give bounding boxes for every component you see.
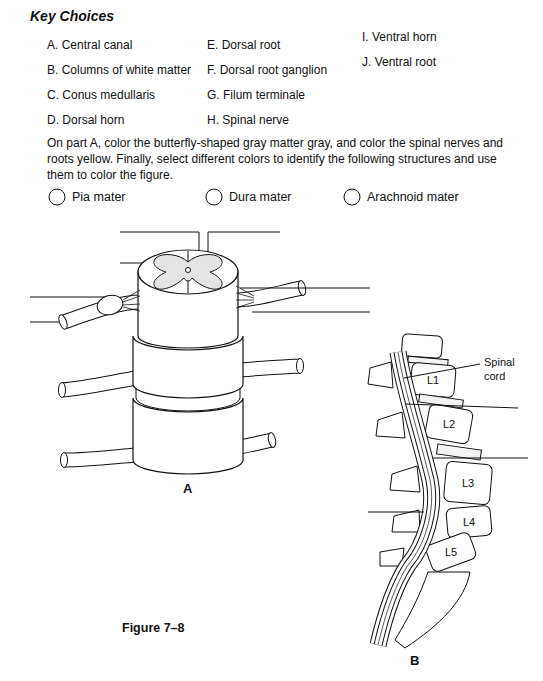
cauda-equina	[378, 352, 432, 645]
leader-lines	[240, 288, 370, 312]
color-circle	[49, 189, 65, 205]
key-choice: A. Central canal	[47, 38, 132, 52]
leader-line	[432, 458, 528, 459]
vertebra-label: L4	[463, 516, 475, 528]
spinous-process	[368, 362, 393, 388]
vertebral-body	[410, 362, 457, 398]
legend-circle	[343, 188, 361, 206]
key-choice: D. Dorsal horn	[47, 113, 124, 127]
spinous-process	[392, 510, 420, 532]
legend-text: Dura mater	[229, 188, 292, 206]
figure-letter: B	[410, 653, 419, 668]
dorsal-root-ganglion	[95, 292, 125, 317]
figure-letter: A	[183, 481, 192, 496]
spinous-process	[390, 466, 420, 492]
nerve-fill	[240, 366, 300, 370]
nerve-end	[57, 314, 69, 330]
instruction-text: On part A, color the butterfly-shaped gr…	[47, 135, 517, 183]
rootlet	[123, 296, 140, 302]
nerve-end	[267, 432, 277, 448]
rootlet	[236, 293, 254, 298]
dura-outline	[378, 352, 432, 645]
nerve-fill	[64, 455, 136, 460]
rootlet	[236, 302, 254, 308]
nerve-outline	[240, 366, 300, 370]
leader-line	[368, 512, 424, 513]
key-choice: B. Columns of white matter	[47, 63, 191, 77]
vertebral-body	[424, 403, 473, 444]
cord-cross-section	[138, 250, 238, 294]
lumbar-spine	[368, 334, 493, 648]
legend-circle	[205, 188, 223, 206]
legend-text: Arachnoid mater	[367, 188, 459, 206]
nerve-fill	[62, 378, 136, 390]
figure-caption: Figure 7–8	[122, 621, 185, 635]
leader-line	[404, 364, 480, 378]
key-choice: H. Spinal nerve	[207, 113, 289, 127]
median-sulcus	[188, 251, 189, 261]
key-choice: J. Ventral root	[362, 55, 436, 69]
color-circle	[344, 189, 360, 205]
leader-line	[252, 312, 370, 313]
nerve-outline	[64, 455, 136, 460]
dura-fill	[378, 352, 432, 645]
vertebra-label: L1	[427, 374, 439, 386]
legend-circle	[48, 188, 66, 206]
leader-lines	[368, 364, 528, 512]
vertebral-body	[446, 505, 492, 539]
key-choice: C. Conus medullaris	[47, 88, 155, 102]
vertebral-body	[443, 461, 492, 505]
vertebral-body	[401, 334, 442, 359]
structure-label: Spinal cord	[484, 355, 534, 383]
nerve-fill	[240, 440, 272, 447]
spinous-process	[376, 412, 405, 438]
nerve-end	[61, 453, 68, 468]
rootlet	[123, 290, 140, 300]
median-fissure	[188, 281, 189, 293]
rootlet	[123, 304, 140, 305]
vertebra-label: L2	[443, 418, 455, 430]
nerve-outline	[62, 378, 136, 390]
spinal-canal	[378, 352, 432, 645]
key-choice: F. Dorsal root ganglion	[207, 63, 327, 77]
rootlet	[123, 307, 140, 311]
key-choice: G. Filum terminale	[207, 88, 305, 102]
key-choice: E. Dorsal root	[207, 38, 280, 52]
legend-item: Dura mater	[205, 188, 292, 206]
nerve-end	[59, 383, 66, 398]
nerve-outline	[240, 440, 272, 447]
color-circle	[206, 189, 222, 205]
key-choice: I. Ventral horn	[362, 30, 437, 44]
leader-line	[405, 404, 518, 408]
nerve-fill	[234, 288, 302, 300]
vertebra-label: L5	[445, 546, 457, 558]
cord-fill	[378, 352, 432, 645]
nerve-outline	[234, 288, 302, 300]
cord-outline	[378, 352, 432, 645]
central-canal	[186, 268, 191, 273]
legend-text: Pia mater	[72, 188, 126, 206]
heading: Key Choices	[30, 8, 114, 24]
legend-item: Arachnoid mater	[343, 188, 459, 206]
legend-item: Pia mater	[48, 188, 126, 206]
leader-line	[240, 288, 370, 289]
vertebra-label: L3	[462, 477, 474, 489]
nerve-end	[297, 359, 304, 374]
rootlets	[123, 286, 254, 311]
rootlet	[236, 300, 254, 301]
